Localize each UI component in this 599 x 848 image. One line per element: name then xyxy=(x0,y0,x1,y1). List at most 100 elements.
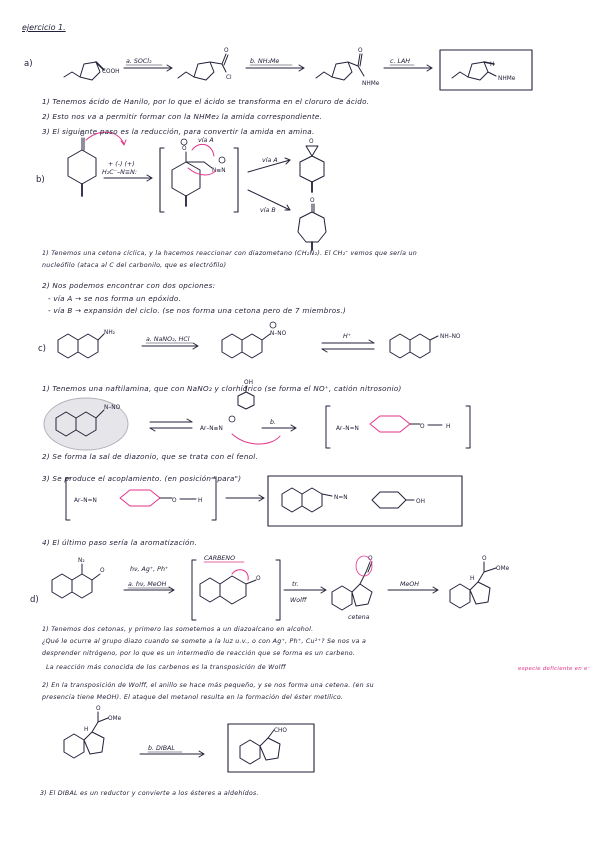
product-box-a xyxy=(439,49,533,91)
svg-text:O: O xyxy=(309,139,314,145)
reagent-c: a. NaNO₂, HCl xyxy=(146,336,190,343)
product-box-c xyxy=(267,475,463,527)
methyl-ester-product xyxy=(449,561,497,609)
note-c-4: 4) El último paso sería la aromatización… xyxy=(42,538,198,547)
note-b-1: 1) Tenemos una cetona cíclica, y la hace… xyxy=(42,250,417,257)
svg-text:O: O xyxy=(310,198,315,204)
note-b-2: nucleófilo (ataca al C del carbonilo, qu… xyxy=(42,262,227,269)
nhme-product-text: NHMe xyxy=(498,76,516,82)
nitrosamine-molecule xyxy=(221,333,271,359)
svg-text:O: O xyxy=(100,568,105,574)
note-a-3: 3) El siguiente paso es la reducción, pa… xyxy=(42,127,315,136)
ester-reactant xyxy=(63,711,109,759)
reagent-b-charges: + (-) (+) xyxy=(108,161,135,168)
cho-text: CHO xyxy=(274,728,287,734)
section-b-label: b) xyxy=(36,175,45,185)
svg-text:O: O xyxy=(368,556,373,562)
note-d-6: presencia tiene MeOH). El ataque del met… xyxy=(42,694,344,701)
ome-text: OMe xyxy=(496,566,510,572)
h-plus-text: H⁺ xyxy=(343,333,351,340)
betaine-intermediate xyxy=(171,151,213,207)
svg-text:N–NO: N–NO xyxy=(104,405,121,411)
svg-text:OMe: OMe xyxy=(108,716,122,722)
svg-text:H: H xyxy=(490,62,494,68)
cycloheptanone-product xyxy=(297,203,327,251)
amine-product-molecule xyxy=(451,61,497,81)
svg-text:O: O xyxy=(80,132,85,138)
section-d-label: d) xyxy=(30,595,39,605)
cetena-label: cetena xyxy=(348,613,370,621)
acyl-chloride-molecule xyxy=(177,53,229,81)
note-c-2: 2) Se forma la sal de diazonio, que se t… xyxy=(42,452,259,461)
note-b-5: - vía B → expansión del ciclo. (se nos f… xyxy=(48,306,347,315)
note-d-5: 2) En la transposición de Wolff, el anil… xyxy=(42,682,374,689)
cooh-text: COOH xyxy=(102,69,120,75)
note-d-1: 1) Tenemos dos cetonas, y primero las so… xyxy=(42,626,314,633)
meoh-label: MeOH xyxy=(400,581,419,588)
side-note-electron-deficient: especie deficiente en e⁻ xyxy=(518,666,591,672)
nn-text: N=N xyxy=(334,495,348,501)
cl-text: Cl xyxy=(226,75,232,81)
svg-text:H: H xyxy=(470,576,474,582)
naphthalene-diazo-molecule xyxy=(55,409,105,437)
b-label-c: b. xyxy=(270,419,276,426)
svg-text:O: O xyxy=(224,48,229,54)
azo-dye-product xyxy=(281,487,415,513)
svg-text:OH: OH xyxy=(244,380,253,386)
nh2-text: NH₂ xyxy=(104,330,115,336)
note-b-3: 2) Nos podemos encontrar con dos opcione… xyxy=(42,281,216,290)
tautomer-molecule xyxy=(389,333,439,359)
svg-text:O: O xyxy=(172,498,177,504)
note-c-1: 1) Tenemos una naftilamina, que con NaNO… xyxy=(42,384,402,393)
ar-diazonium-text: Ar–N≡N xyxy=(200,426,223,432)
reagent-a1: a. SOCl₂ xyxy=(126,58,152,65)
ketene-intermediate xyxy=(331,561,373,611)
epoxide-product xyxy=(299,145,325,193)
nhme-text: NHMe xyxy=(362,81,380,87)
note-a-1: 1) Tenemos ácido de Hanilo, por lo que e… xyxy=(42,97,370,106)
svg-text:vía A: vía A xyxy=(198,136,214,144)
n2-text: N₂ xyxy=(78,558,85,564)
reagent-d: a. hν, MeOH xyxy=(128,581,167,588)
aldehyde-product xyxy=(239,729,281,765)
svg-text:O: O xyxy=(482,556,487,562)
note-c-3: 3) Se produce el acoplamiento. (en posic… xyxy=(42,474,242,483)
note-d-2: ¿Qué le ocurre al grupo diazo cuando se … xyxy=(42,638,367,645)
product-box-d xyxy=(227,723,315,773)
diazoketone-molecule xyxy=(51,563,101,599)
svg-text:H: H xyxy=(198,498,202,504)
section-a-label: a) xyxy=(24,59,33,69)
carbene-intermediate xyxy=(199,575,257,605)
via-b-label: vía B xyxy=(260,206,276,214)
naphthylamine-molecule xyxy=(57,333,105,359)
via-a-label: vía A xyxy=(262,156,278,164)
reagent-b: H₂C⁻–N≡N: xyxy=(102,169,137,176)
svg-text:Ar–N=N: Ar–N=N xyxy=(74,498,97,504)
dibal-label: b. DIBAL xyxy=(148,745,175,752)
reagent-d-top: hν, Ag⁺, Ph⁺ xyxy=(130,566,168,573)
svg-text:O: O xyxy=(182,146,187,152)
nh-no-text: NH–NO xyxy=(440,334,461,340)
cyclohexanone-molecule xyxy=(67,137,97,197)
svg-text:O: O xyxy=(420,424,425,430)
reagent-a2: b. NH₂Me xyxy=(250,58,279,65)
amide-molecule xyxy=(315,53,365,81)
svg-text:O: O xyxy=(96,706,101,712)
carbeno-label: CARBENO xyxy=(204,555,235,562)
svg-text:N≡N: N≡N xyxy=(212,168,226,174)
svg-text:O: O xyxy=(358,48,363,54)
section-c-label: c) xyxy=(38,344,46,354)
nno-text: N–NO xyxy=(270,331,287,337)
wolff-label: Wolff xyxy=(290,597,308,604)
cyclopentane-cooh-molecule xyxy=(63,61,105,81)
exercise-title: ejercicio 1. xyxy=(22,23,66,32)
note-a-2: 2) Esto nos va a permitir formar con la … xyxy=(42,112,323,121)
ar-azo-text: Ar–N=N xyxy=(336,426,359,432)
svg-text:H: H xyxy=(84,727,88,733)
oh-text: OH xyxy=(416,499,425,505)
note-b-4: - vía A → se nos forma un epóxido. xyxy=(48,294,182,303)
h-text: H xyxy=(446,424,450,430)
reagent-a3: c. LAH xyxy=(390,58,410,65)
